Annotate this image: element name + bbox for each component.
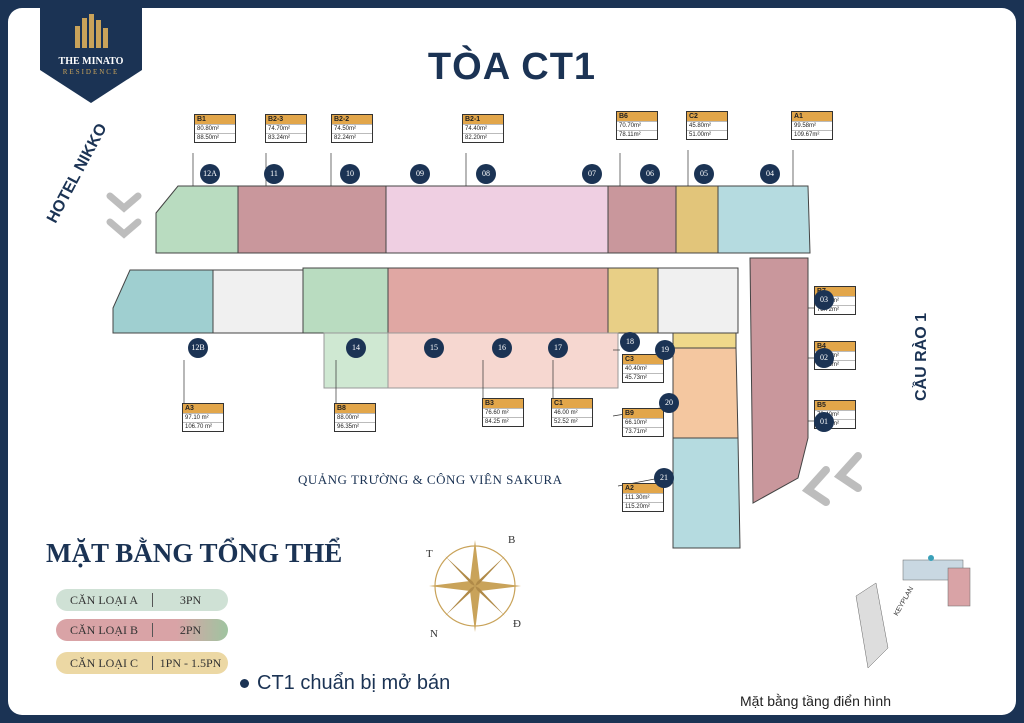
unit-11: 11 — [264, 164, 284, 184]
unit-17: 17 — [548, 338, 568, 358]
typical-floor-caption: Mặt bằng tầng điển hình — [740, 693, 892, 709]
floor-plan-panel: THE MINATO RESIDENCE TÒA CT1 — [8, 8, 1016, 715]
chevron-down-icon — [106, 192, 142, 239]
right-wing-b — [749, 257, 809, 504]
plan-title: MẶT BẰNG TỔNG THỂ — [46, 538, 343, 568]
mid-core-2 — [657, 267, 739, 334]
unit-12a: 12A — [200, 164, 220, 184]
unit-19: 19 — [655, 340, 675, 360]
mid-wing-a3 — [112, 269, 214, 334]
upper-wing-c2 — [675, 185, 719, 254]
unit-03: 03 — [814, 290, 834, 310]
right-wing-a2 — [672, 437, 741, 549]
upper-wing-b — [237, 185, 387, 254]
unit-10: 10 — [340, 164, 360, 184]
unit-18: 18 — [620, 332, 640, 352]
sale-status: CT1 chuẩn bị mở bán — [240, 672, 450, 695]
upper-wing-a — [155, 185, 239, 254]
unit-02: 02 — [814, 348, 834, 368]
unit-20: 20 — [659, 393, 679, 413]
unit-01: 01 — [814, 412, 834, 432]
unit-06: 06 — [640, 164, 660, 184]
bullet-icon — [240, 679, 249, 688]
upper-wing-a1 — [717, 185, 811, 254]
logo-subtitle: RESIDENCE — [62, 68, 120, 76]
logo-name: THE MINATO — [58, 56, 124, 67]
unit-05: 05 — [694, 164, 714, 184]
upper-wing-b2 — [385, 185, 609, 254]
mid-core — [212, 269, 304, 334]
unit-08: 08 — [476, 164, 496, 184]
right-wing-b9 — [672, 347, 739, 439]
compass-w: Đ — [513, 618, 521, 630]
unit-16: 16 — [492, 338, 512, 358]
unit-14: 14 — [346, 338, 366, 358]
mid-wing-b8 — [302, 267, 389, 334]
compass-s: N — [430, 628, 438, 640]
logo — [40, 8, 142, 103]
compass-rose-icon — [429, 540, 521, 632]
plaza-label: QUẢNG TRƯỜNG & CÔNG VIÊN SAKURA — [298, 472, 563, 487]
unit-07: 07 — [582, 164, 602, 184]
mid-wing-b3 — [387, 267, 619, 334]
keyplan-icon — [855, 555, 971, 669]
unit-15: 15 — [424, 338, 444, 358]
unit-04: 04 — [760, 164, 780, 184]
unit-09: 09 — [410, 164, 430, 184]
compass-n: T — [426, 548, 433, 560]
upper-wing-b6 — [607, 185, 677, 254]
bridge-label: CẦU RÀO 1 — [913, 312, 931, 402]
unit-12b: 12B — [188, 338, 208, 358]
chevron-left-icon — [801, 452, 862, 506]
building-plan — [106, 150, 971, 669]
unit-21: 21 — [654, 468, 674, 488]
mid-wing-c1 — [607, 267, 659, 334]
compass-e: B — [508, 534, 516, 546]
page-title: TÒA CT1 — [427, 46, 597, 88]
